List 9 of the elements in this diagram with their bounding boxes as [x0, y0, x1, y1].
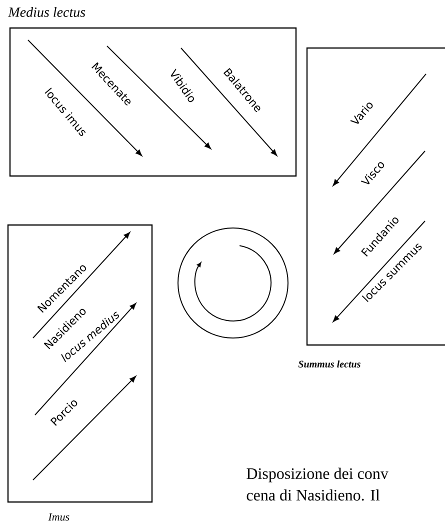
couch-box [7, 224, 153, 521]
table-drawing [178, 228, 288, 338]
couch-box [8, 7, 297, 177]
box-heading: Medius lectus [8, 7, 86, 17]
caption-line: cena di Nasidieno. Il [246, 489, 380, 501]
box-heading: Imus [48, 513, 70, 521]
couch-box [298, 47, 445, 368]
caption-line: Disposizione dei conv [246, 468, 388, 482]
box-heading: Summus lectus [298, 360, 360, 368]
